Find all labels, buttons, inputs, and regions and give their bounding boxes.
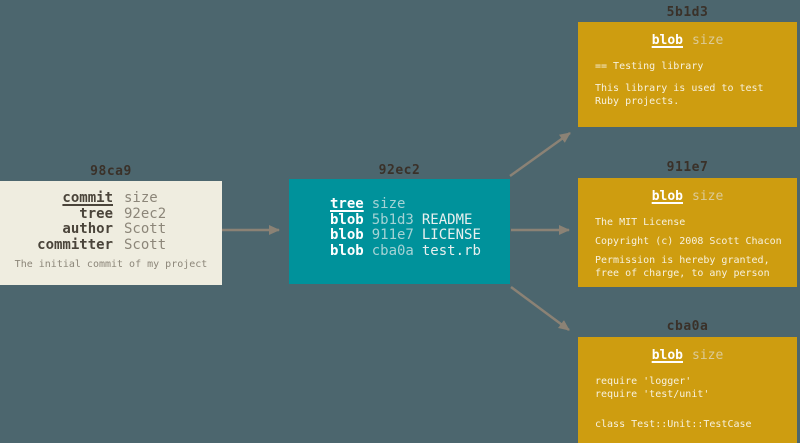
content-line: require 'test/unit' bbox=[595, 389, 710, 400]
commit-tree-value: 92ec2 bbox=[124, 205, 167, 222]
tree-hash-title: 92ec2 bbox=[378, 163, 421, 178]
blob-header: blob size bbox=[578, 34, 797, 48]
commit-size-value: size bbox=[124, 190, 158, 206]
blob-keyword: blob bbox=[651, 348, 683, 363]
entry-hash: 5b1d3 bbox=[371, 211, 414, 228]
entry-filename: LICENSE bbox=[421, 227, 481, 243]
commit-row: commit size bbox=[0, 190, 222, 207]
content-line: Copyright (c) 2008 Scott Chacon bbox=[595, 236, 782, 247]
commit-tree-label: tree bbox=[79, 205, 113, 222]
blob-keyword: blob bbox=[651, 33, 683, 48]
commit-author-label: author bbox=[62, 221, 113, 237]
entry-hash: 911e7 bbox=[371, 227, 414, 243]
content-line: free of charge, to any person bbox=[595, 268, 770, 279]
commit-message: The initial commit of my project bbox=[14, 259, 208, 270]
blob-object-box-911e7: blob size The MIT License Copyright (c) … bbox=[578, 178, 797, 287]
tree-object-box: tree size blob 5b1d3 README blob 911e7 L… bbox=[289, 179, 510, 284]
commit-author-value: Scott bbox=[124, 221, 167, 237]
commit-keyword: commit bbox=[62, 190, 113, 206]
blob-hash-title-5b1d3: 5b1d3 bbox=[666, 5, 709, 20]
entry-type: blob bbox=[330, 227, 364, 243]
content-line: Permission is hereby granted, bbox=[595, 255, 770, 266]
commit-object-box: commit size tree 92ec2 author Scott comm… bbox=[0, 181, 222, 285]
blob-object-box-cba0a: blob size require 'logger' require 'test… bbox=[578, 337, 797, 443]
content-line: This library is used to test bbox=[595, 83, 764, 94]
blob-header: blob size bbox=[578, 190, 797, 204]
tree-entry-row: blob 5b1d3 README bbox=[330, 211, 510, 229]
blob-hash-title-cba0a: cba0a bbox=[666, 319, 709, 334]
arrow-tree-to-blob-5b1d3 bbox=[509, 131, 571, 178]
tree-entry-row: blob cba0a test.rb bbox=[330, 242, 510, 260]
blob-header: blob size bbox=[578, 349, 797, 363]
entry-filename: test.rb bbox=[421, 242, 481, 259]
blob-content: == Testing library This library is used … bbox=[578, 60, 797, 108]
content-line: Ruby projects. bbox=[595, 96, 680, 107]
commit-row: tree 92ec2 bbox=[0, 205, 222, 223]
tree-entry-row: blob 911e7 LICENSE bbox=[330, 227, 510, 244]
blob-size-value: size bbox=[692, 348, 724, 363]
tree-size-value: size bbox=[371, 196, 406, 212]
blob-size-value: size bbox=[692, 33, 724, 48]
commit-committer-label: committer bbox=[37, 236, 113, 253]
entry-type: blob bbox=[330, 211, 364, 228]
blob-content: require 'logger' require 'test/unit' cla… bbox=[578, 375, 797, 431]
commit-row: author Scott bbox=[0, 221, 222, 238]
blob-keyword: blob bbox=[651, 189, 683, 204]
blob-content: The MIT License Copyright (c) 2008 Scott… bbox=[578, 216, 797, 280]
content-line: == Testing library bbox=[595, 61, 704, 72]
tree-header-row: tree size bbox=[330, 196, 510, 213]
commit-row: committer Scott bbox=[0, 236, 222, 254]
blob-size-value: size bbox=[692, 189, 724, 204]
blob-object-box-5b1d3: blob size == Testing library This librar… bbox=[578, 22, 797, 127]
tree-keyword: tree bbox=[330, 196, 364, 212]
entry-filename: README bbox=[421, 211, 473, 228]
commit-committer-value: Scott bbox=[124, 236, 167, 253]
content-line: class Test::Unit::TestCase bbox=[595, 419, 752, 430]
content-line: require 'logger' bbox=[595, 376, 692, 387]
content-line: The MIT License bbox=[595, 217, 686, 228]
entry-hash: cba0a bbox=[371, 242, 414, 259]
blob-hash-title-911e7: 911e7 bbox=[666, 160, 709, 175]
arrow-tree-to-blob-cba0a bbox=[510, 285, 570, 332]
entry-type: blob bbox=[330, 242, 364, 259]
commit-hash-title: 98ca9 bbox=[90, 164, 132, 179]
